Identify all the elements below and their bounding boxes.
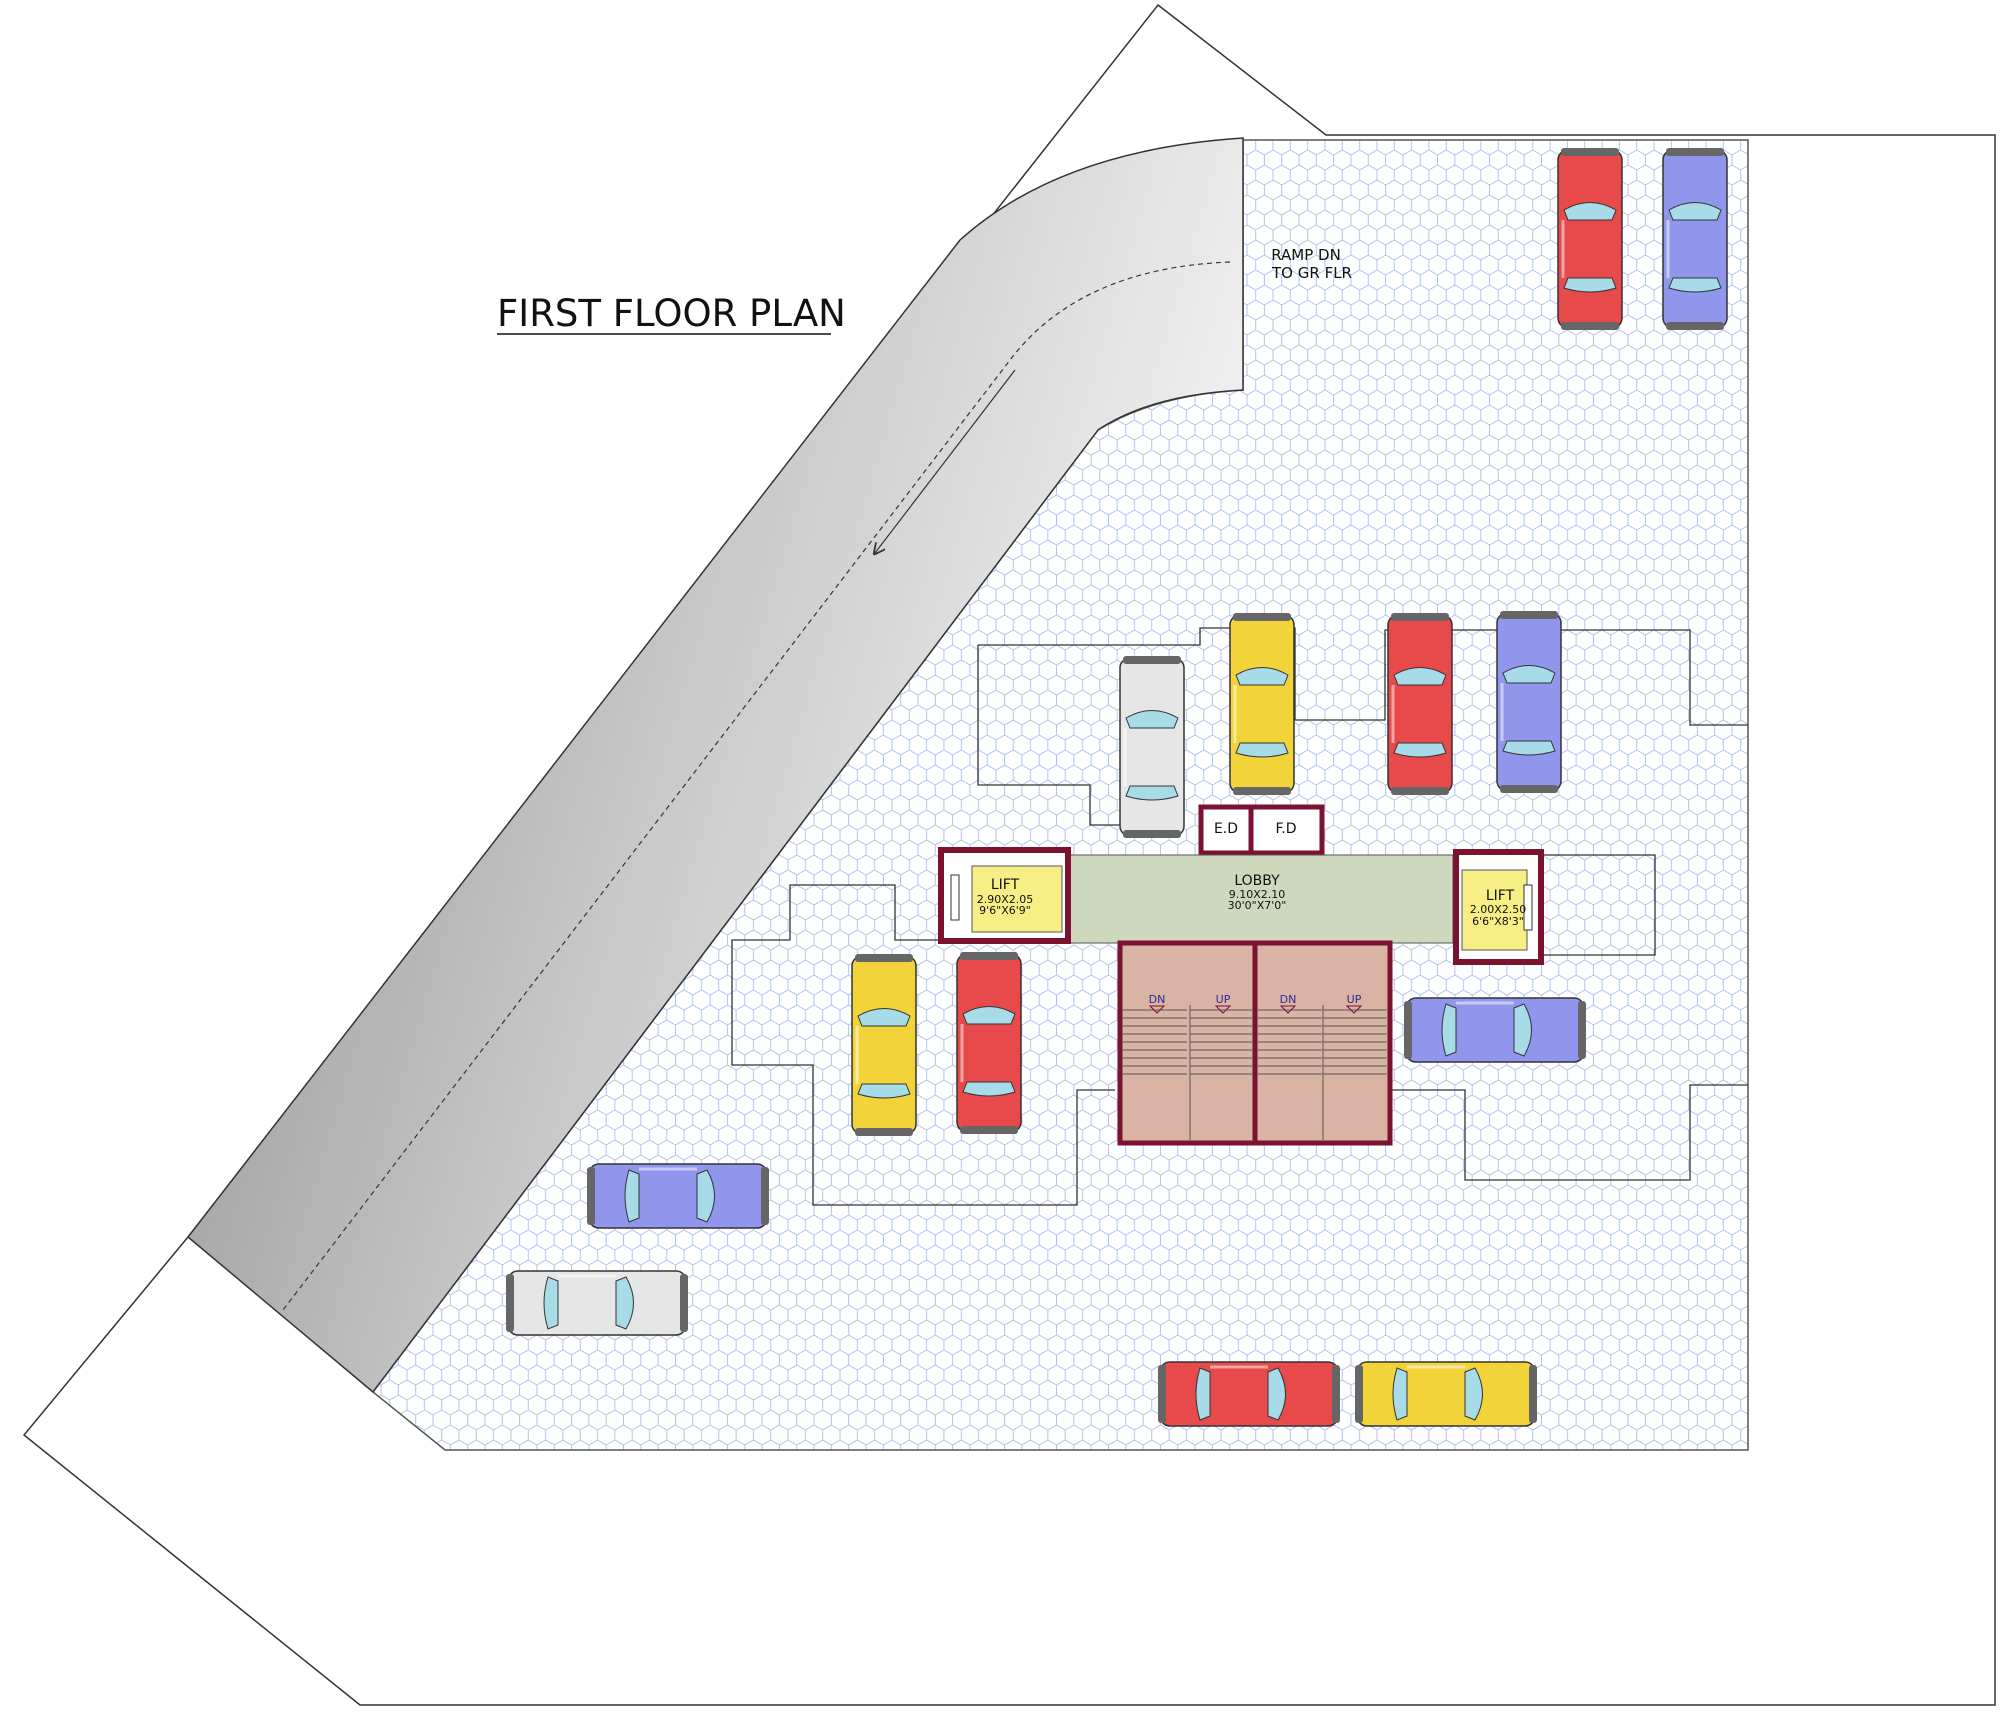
lift-right-dim-ft: 6'6"X8'3" [1472,915,1524,928]
page-title: FIRST FLOOR PLAN [497,292,846,335]
car-yellow [851,954,917,1136]
lobby-dim-m: 9.10X2.10 [1229,888,1286,901]
building-outline [731,627,1748,1206]
ramp-label-line-2: TO GR FLR [1271,264,1352,282]
lobby [1069,854,1454,944]
stair-1-up: UP [1216,993,1231,1006]
car-red [1557,148,1623,330]
car-red [1158,1361,1340,1427]
car-blue [1496,611,1562,793]
core: E.D F.D LOBBY 9.10X2.10 30'0"X7'0" LIFT … [938,804,1544,1146]
car-white [506,1270,688,1336]
ramp-arrow-icon [875,369,1016,553]
lift-right-name: LIFT [1486,888,1515,904]
lobby-name: LOBBY [1234,873,1280,889]
lift-left-name: LIFT [991,877,1020,893]
car-yellow [1355,1361,1537,1427]
car-blue [1404,997,1586,1063]
staircase: DN UP DN UP [1117,940,1393,1146]
room-fd-label: F.D [1275,821,1296,837]
ramp-label-line-1: RAMP DN [1271,246,1341,264]
room-ed [1198,804,1254,856]
lobby-dim-ft: 30'0"X7'0" [1228,899,1287,912]
car-yellow [1229,613,1295,795]
stair-2-dn: DN [1280,993,1297,1006]
stair-1-dn: DN [1149,993,1166,1006]
stair-2-up: UP [1347,993,1362,1006]
car-red [956,952,1022,1134]
car-red [1387,613,1453,795]
lift-left-dim-m: 2.90X2.05 [977,893,1034,906]
ramp [186,137,1244,1394]
car-blue [1662,148,1728,330]
lift-right-dim-m: 2.00X2.50 [1470,903,1527,916]
site-boundary [22,3,1996,1706]
ramp-center-line [282,261,1231,1311]
lift-left-dim-ft: 9'6"X6'9" [979,904,1031,917]
room-ed-label: E.D [1214,821,1238,837]
room-fd [1248,804,1325,856]
car-white [1119,656,1185,838]
lift-left [971,865,1063,933]
car-blue [587,1163,769,1229]
cars-layer [506,148,1728,1427]
